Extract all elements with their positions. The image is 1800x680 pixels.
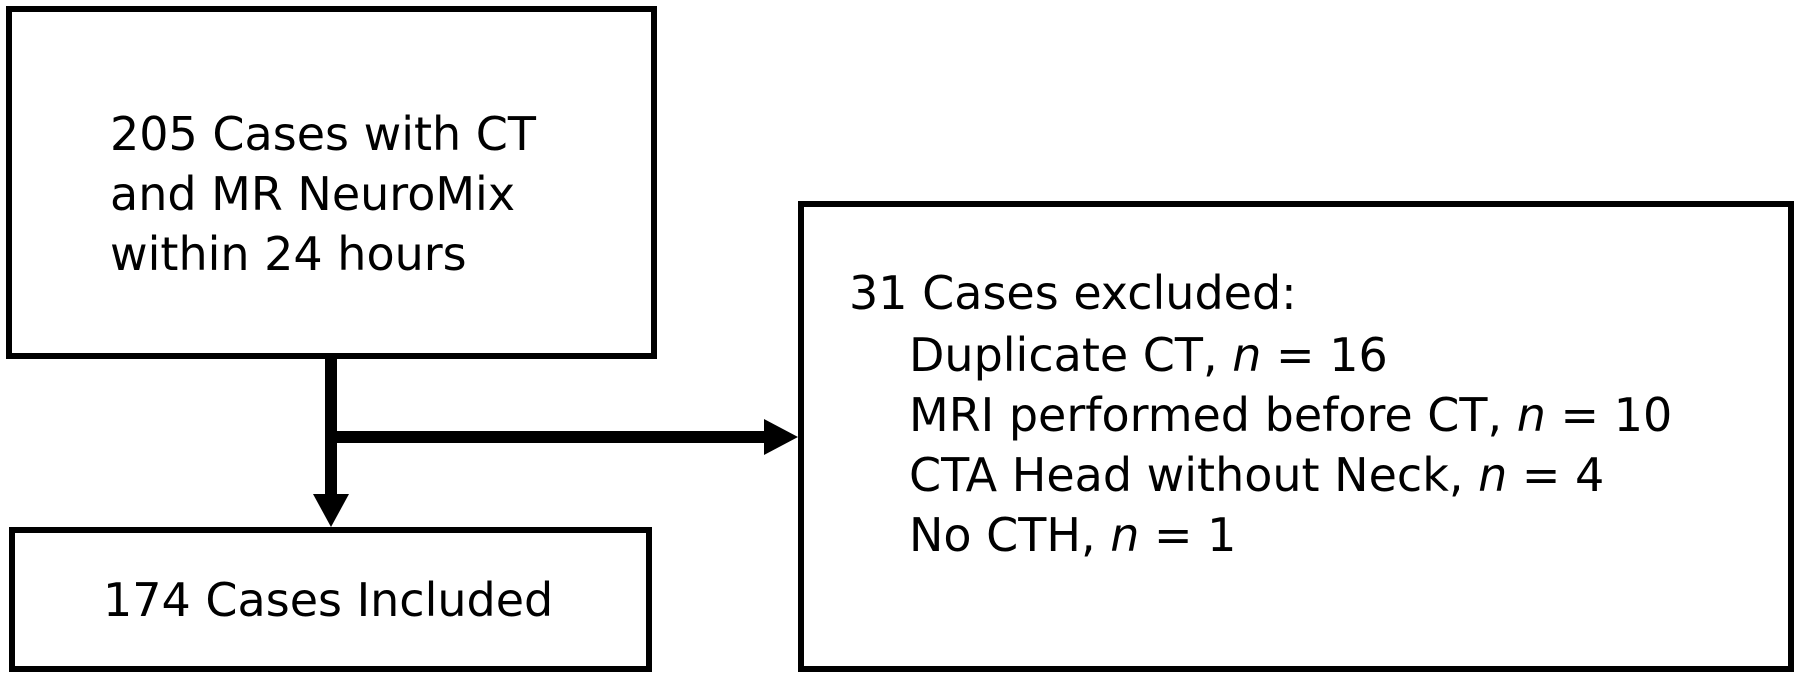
n-symbol: n bbox=[1110, 508, 1140, 562]
exclusion-reasons-list: Duplicate CT, n = 16 MRI performed befor… bbox=[909, 325, 1672, 565]
exclusion-count: = 16 bbox=[1261, 328, 1388, 382]
screened-cases-box: 205 Cases with CT and MR NeuroMix within… bbox=[6, 6, 657, 359]
included-cases-box: 174 Cases Included bbox=[9, 527, 652, 672]
exclusion-count: = 10 bbox=[1545, 388, 1673, 442]
screened-cases-line: 205 Cases with CT bbox=[110, 107, 537, 161]
right-arrowhead bbox=[764, 419, 798, 455]
exclusion-reason-label: CTA Head without Neck, bbox=[909, 448, 1479, 502]
excluded-cases-box: 31 Cases excluded: Duplicate CT, n = 16 … bbox=[798, 201, 1794, 672]
included-cases-text: 174 Cases Included bbox=[103, 573, 554, 627]
exclusion-reason-item: Duplicate CT, n = 16 bbox=[909, 325, 1672, 385]
exclusion-reason-item: No CTH, n = 1 bbox=[909, 505, 1672, 565]
down-arrowhead bbox=[313, 494, 349, 527]
screened-cases-line: and MR NeuroMix bbox=[110, 167, 516, 221]
n-symbol: n bbox=[1232, 328, 1262, 382]
exclusion-reason-label: MRI performed before CT, bbox=[909, 388, 1517, 442]
n-symbol: n bbox=[1478, 448, 1508, 502]
exclusion-reason-item: MRI performed before CT, n = 10 bbox=[909, 385, 1672, 445]
exclusion-count: = 4 bbox=[1507, 448, 1605, 502]
exclusion-count: = 1 bbox=[1139, 508, 1237, 562]
n-symbol: n bbox=[1516, 388, 1546, 442]
screened-cases-text: 205 Cases with CT and MR NeuroMix within… bbox=[110, 104, 536, 284]
exclusion-reason-label: Duplicate CT, bbox=[909, 328, 1233, 382]
exclusion-reason-label: No CTH, bbox=[909, 508, 1111, 562]
screened-cases-line: within 24 hours bbox=[110, 227, 467, 281]
excluded-cases-title: 31 Cases excluded: bbox=[849, 266, 1297, 320]
exclusion-reason-item: CTA Head without Neck, n = 4 bbox=[909, 445, 1672, 505]
